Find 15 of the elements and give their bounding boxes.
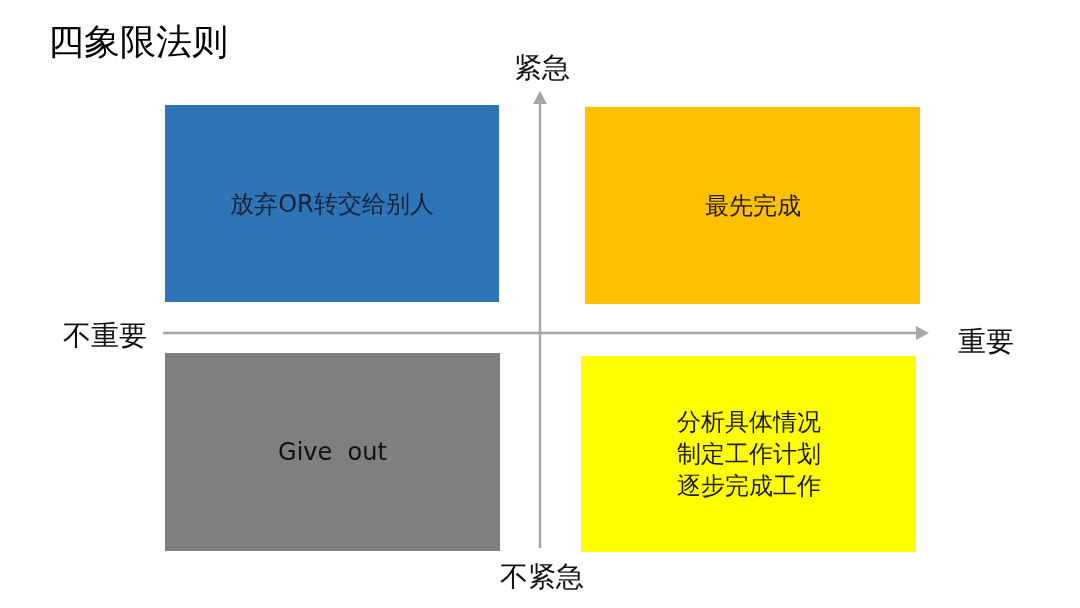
title: 四象限法则 bbox=[48, 20, 228, 64]
quadrant-text: 最先完成 bbox=[704, 190, 801, 222]
quadrant-box bbox=[581, 356, 916, 552]
quadrant-box bbox=[165, 353, 500, 551]
axis-label: 重要 bbox=[958, 325, 1014, 359]
axis-label: 不紧急 bbox=[500, 560, 584, 594]
quadrant-box bbox=[585, 107, 920, 304]
axis-label: 不重要 bbox=[63, 319, 147, 353]
quadrant-text: 逐步完成工作 bbox=[676, 471, 821, 502]
quadrant-text: 制定工作计划 bbox=[676, 439, 821, 470]
quadrant-text: 放弃OR转交给别人 bbox=[230, 188, 434, 220]
quadrant-text: Give out bbox=[278, 437, 387, 468]
quadrant-box bbox=[165, 105, 499, 302]
quadrant-text: 分析具体情况 bbox=[676, 407, 821, 438]
axis-label: 紧急 bbox=[514, 51, 570, 85]
